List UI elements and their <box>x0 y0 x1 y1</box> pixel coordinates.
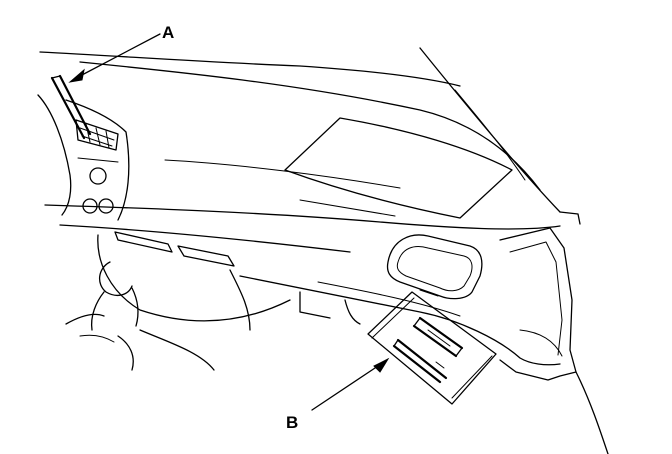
callout-a-label: A <box>162 23 174 42</box>
passenger-door <box>499 227 609 454</box>
defroster-vent <box>284 117 513 219</box>
left-instrument-area <box>37 94 130 221</box>
wire-harness <box>239 275 561 366</box>
trim-tool-a <box>50 74 92 140</box>
dashboard-top-panel <box>44 159 581 230</box>
glove-box-frame <box>386 234 483 300</box>
lower-dashboard <box>59 224 361 331</box>
windshield-outline <box>39 47 561 213</box>
callout-b-arrowhead <box>373 357 390 373</box>
control-unit-b <box>367 291 497 405</box>
callout-a: A <box>68 23 174 83</box>
callout-b-label: B <box>286 413 298 432</box>
hand <box>65 261 215 371</box>
callout-b: B <box>286 357 390 432</box>
callout-a-arrowhead <box>68 68 85 83</box>
